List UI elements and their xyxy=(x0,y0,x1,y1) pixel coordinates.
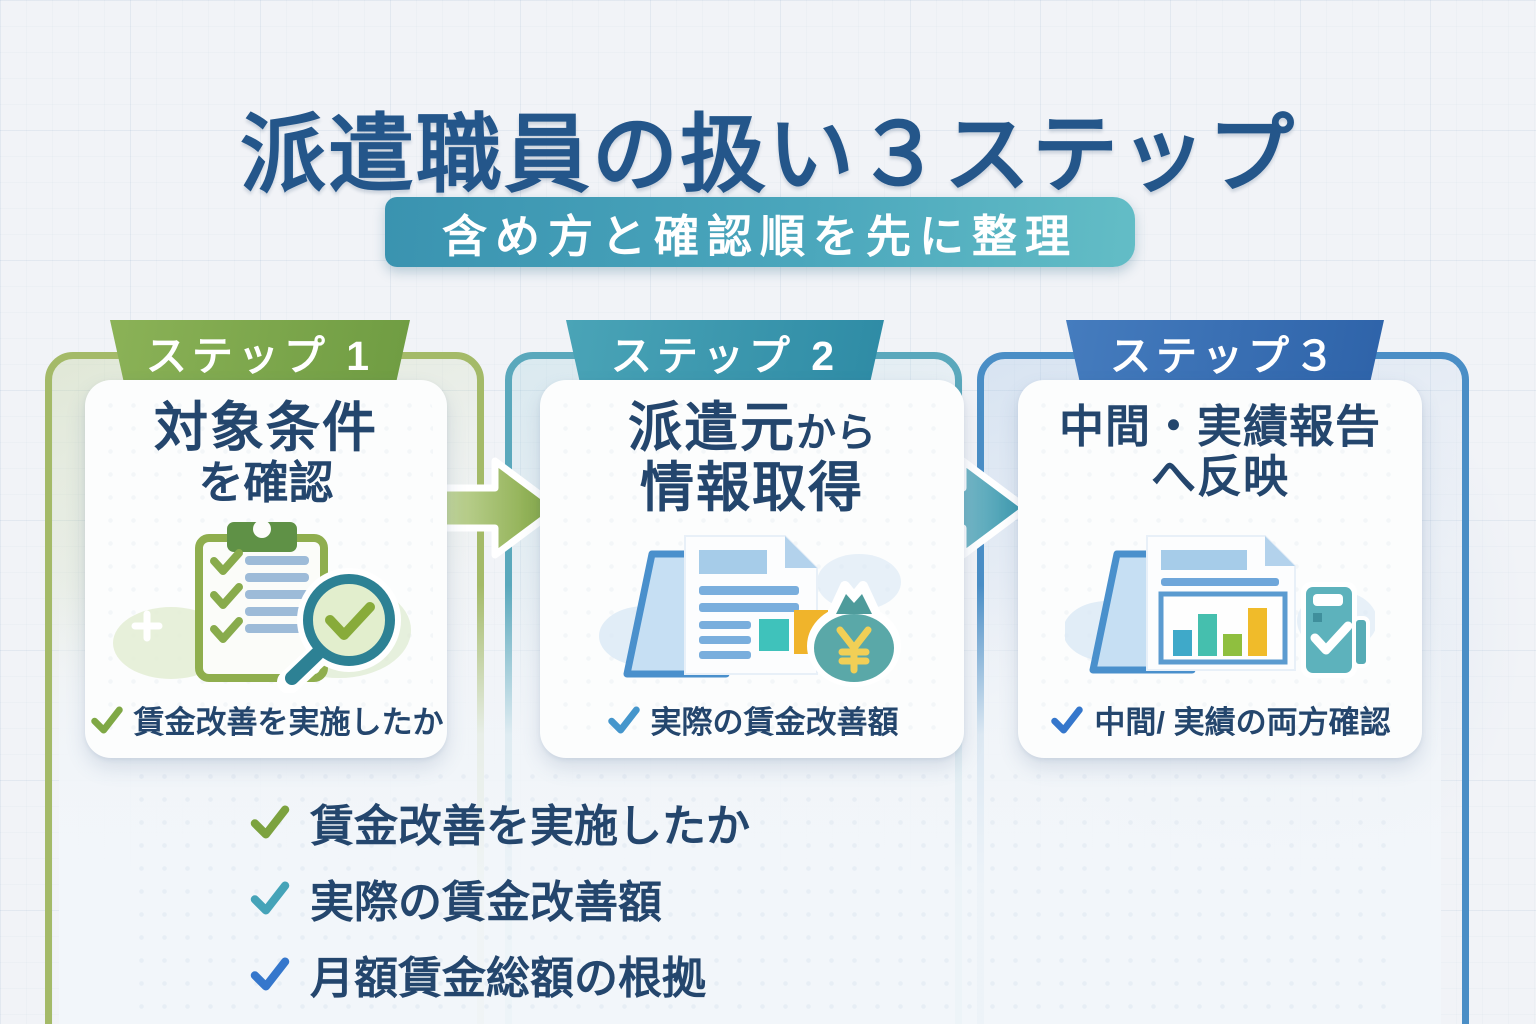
list-item: 実際の賃金改善額 xyxy=(248,866,750,930)
step2-banner: ステップ 2 xyxy=(566,320,884,383)
step2-title-line2: 情報取得 xyxy=(640,458,864,519)
check-icon xyxy=(250,957,290,991)
step3-check-line: 中間/ 実績の両方確認 xyxy=(1018,697,1422,742)
step1-title-line1: 対象条件 xyxy=(154,398,378,458)
document-yen-moneybag-icon xyxy=(599,535,901,687)
step2-banner-label: ステップ 2 xyxy=(610,332,840,379)
step3-title-line2: へ反映 xyxy=(1150,451,1289,503)
step2-title-main: 派遣元 xyxy=(628,398,796,458)
step2-check-line: 実際の賃金改善額 xyxy=(540,697,964,742)
step2-check-label: 実際の賃金改善額 xyxy=(650,705,899,740)
step3-check-label: 中間/ 実績の両方確認 xyxy=(1094,705,1391,740)
step3-title: 中間・実績報告 へ反映 xyxy=(1018,401,1422,503)
report-barchart-calculator-icon xyxy=(1065,535,1375,678)
step1-check-label: 賃金改善を実施したか xyxy=(133,705,444,740)
check-icon xyxy=(1051,706,1084,733)
step1-card: 対象条件 を確認 xyxy=(85,380,447,758)
summary-item-label: 実際の賃金改善額 xyxy=(310,878,662,927)
step3-card: 中間・実績報告 へ反映 中間/ 実績の xyxy=(1018,380,1422,758)
clipboard-checklist-magnifier-icon xyxy=(113,520,411,693)
step2-title: 派遣元から 情報取得 xyxy=(540,398,964,519)
step2-title-suffix: から xyxy=(796,411,876,455)
step2-card: 派遣元から 情報取得 xyxy=(540,380,964,758)
step3-banner-label: ステップ３ xyxy=(1110,332,1340,379)
step1-check-line: 賃金改善を実施したか xyxy=(85,697,447,742)
step1-banner: ステップ 1 xyxy=(110,320,410,383)
subtitle-ribbon: 含め方と確認順を先に整理 xyxy=(385,197,1135,267)
check-icon xyxy=(250,881,290,915)
summary-checklist: 賃金改善を実施したか 実際の賃金改善額 月額賃金総額の根拠 xyxy=(248,790,750,1006)
step3-title-line1: 中間・実績報告 xyxy=(1058,401,1381,452)
step1-title-line2: を確認 xyxy=(198,457,334,509)
page-title: 派遣職員の扱い３ステップ xyxy=(240,107,1296,203)
summary-item-label: 賃金改善を実施したか xyxy=(310,802,750,851)
step1-banner-label: ステップ 1 xyxy=(145,332,375,379)
step3-banner: ステップ３ xyxy=(1066,320,1384,383)
subtitle-text: 含め方と確認順を先に整理 xyxy=(441,210,1078,262)
summary-item-label: 月額賃金総額の根拠 xyxy=(310,954,706,1003)
step2-title-line1: 派遣元から xyxy=(540,398,964,458)
list-item: 月額賃金総額の根拠 xyxy=(248,942,750,1006)
list-item: 賃金改善を実施したか xyxy=(248,790,750,854)
check-icon xyxy=(607,706,640,733)
check-icon xyxy=(90,706,123,733)
halftone-dots xyxy=(130,765,1390,1010)
check-icon xyxy=(250,805,290,839)
step1-title: 対象条件 を確認 xyxy=(85,398,447,509)
